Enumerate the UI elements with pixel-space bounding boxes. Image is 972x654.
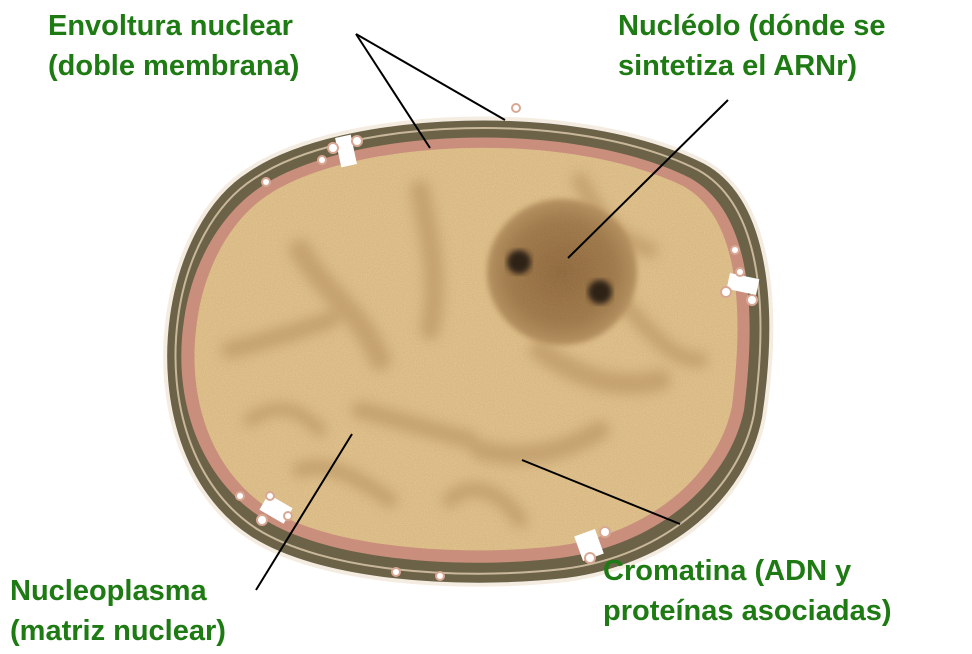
nucleolus-texture <box>489 201 635 343</box>
label-nucleoplasm-line2: (matriz nuclear) <box>10 611 226 651</box>
nucleolus-dense-spot-1 <box>507 250 531 274</box>
leader-line-envelope-outer <box>356 34 505 120</box>
label-nuclear-envelope-line1: Envoltura nuclear <box>48 6 299 46</box>
nucleoplasm-texture <box>194 148 737 551</box>
label-nucleolus-line2: sintetiza el ARNr) <box>618 46 885 86</box>
label-nuclear-envelope-line2: (doble membrana) <box>48 46 299 86</box>
nucleolus-dense-spot-2 <box>588 280 612 304</box>
label-chromatin-line2: proteínas asociadas) <box>603 591 892 631</box>
label-nuclear-envelope: Envoltura nuclear (doble membrana) <box>48 6 299 86</box>
label-nucleolus-line1: Nucléolo (dónde se <box>618 6 885 46</box>
label-chromatin-line1: Cromatina (ADN y <box>603 551 892 591</box>
label-nucleoplasm: Nucleoplasma (matriz nuclear) <box>10 571 226 651</box>
label-nucleoplasm-line1: Nucleoplasma <box>10 571 226 611</box>
label-chromatin: Cromatina (ADN y proteínas asociadas) <box>603 551 892 631</box>
label-nucleolus: Nucléolo (dónde se sintetiza el ARNr) <box>618 6 885 86</box>
